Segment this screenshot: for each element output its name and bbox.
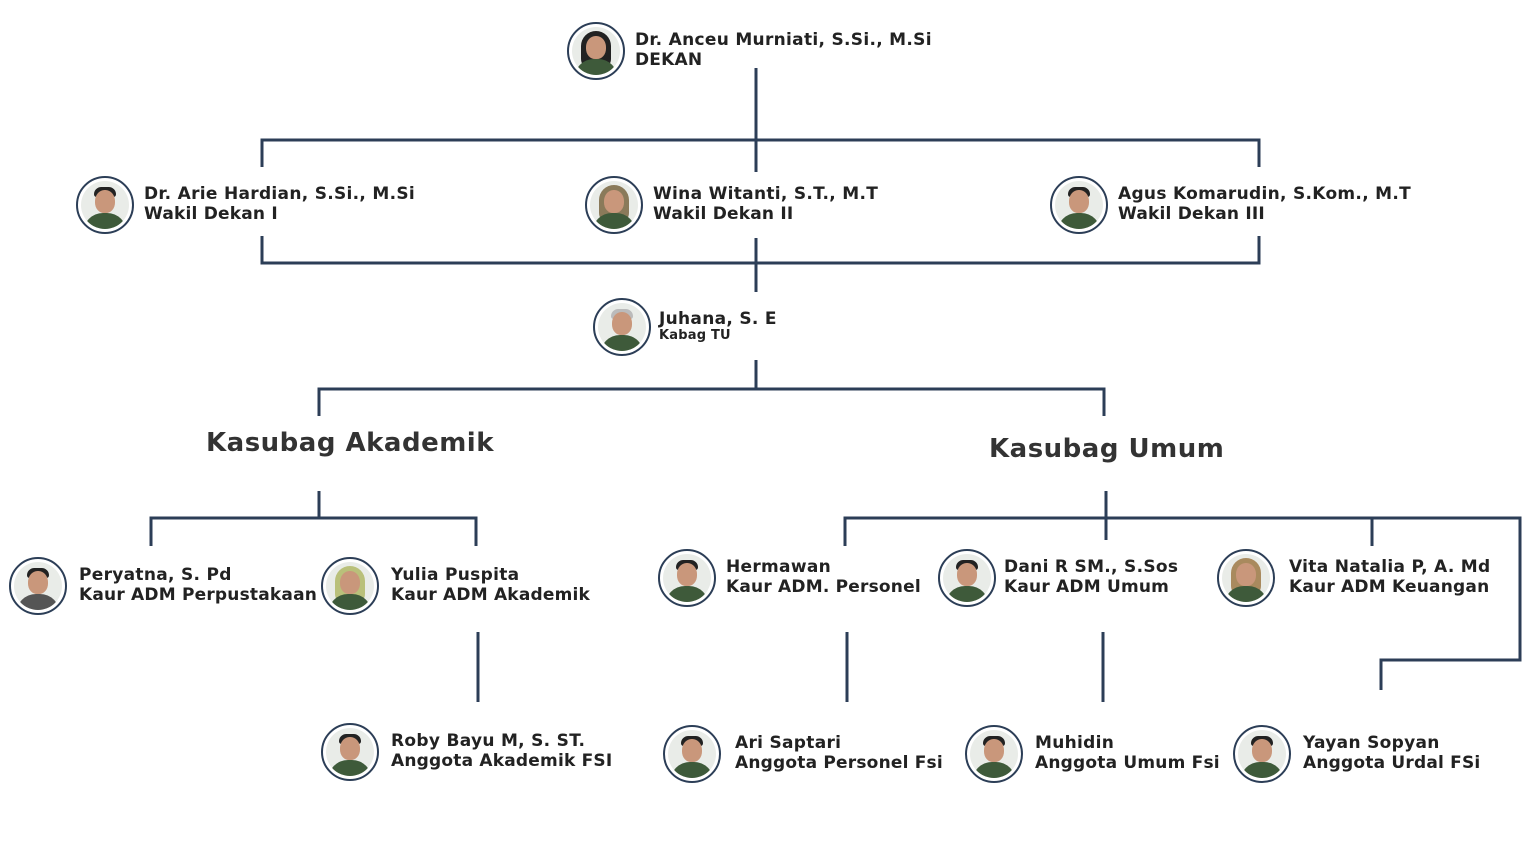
person-node-kaur-perpustakaan: Peryatna, S. Pd Kaur ADM Perpustakaan	[9, 557, 317, 615]
person-node-kaur-umum: Dani R SM., S.Sos Kaur ADM Umum	[938, 549, 1178, 607]
connector	[149, 516, 478, 546]
person-role: Kaur ADM Umum	[1004, 577, 1170, 597]
person-node-wakil-dekan-2: Wina Witanti, S.T., M.T Wakil Dekan II	[585, 176, 878, 234]
avatar	[593, 298, 651, 356]
person-role: Anggota Umum Fsi	[1035, 753, 1220, 773]
connector	[843, 516, 1522, 690]
person-name: Juhana, S. E	[659, 308, 777, 329]
person-node-wakil-dekan-3: Agus Komarudin, S.Kom., M.T Wakil Dekan …	[1050, 176, 1411, 234]
section-label-umum: Kasubag Umum	[989, 434, 1225, 464]
avatar	[663, 725, 721, 783]
person-name: Vita Natalia P, A. Md	[1289, 557, 1491, 578]
person-role: Wakil Dekan III	[1118, 204, 1265, 224]
person-node-kaur-akademik: Yulia Puspita Kaur ADM Akademik	[321, 557, 590, 615]
person-role: Wakil Dekan II	[653, 204, 794, 224]
person-name: Ari Saptari	[735, 733, 842, 754]
avatar	[585, 176, 643, 234]
avatar	[321, 557, 379, 615]
person-name: Agus Komarudin, S.Kom., M.T	[1118, 184, 1412, 205]
avatar	[965, 725, 1023, 783]
person-role: Anggota Personel Fsi	[735, 753, 943, 773]
person-name: Muhidin	[1035, 733, 1115, 754]
avatar	[1233, 725, 1291, 783]
person-node-kaur-personel: Hermawan Kaur ADM. Personel	[658, 549, 921, 607]
avatar	[9, 557, 67, 615]
person-name: Dr. Arie Hardian, S.Si., M.Si	[144, 184, 416, 205]
person-node-anggota-personel: Ari Saptari Anggota Personel Fsi	[663, 725, 943, 783]
person-name: Dr. Anceu Murniati, S.Si., M.Si	[635, 30, 932, 51]
person-role: Kaur ADM Keuangan	[1289, 577, 1490, 597]
person-node-anggota-akademik: Roby Bayu M, S. ST. Anggota Akademik FSI	[321, 723, 612, 781]
avatar	[1217, 549, 1275, 607]
connector	[260, 138, 1261, 167]
avatar	[321, 723, 379, 781]
person-role: Wakil Dekan I	[144, 204, 278, 224]
person-role: DEKAN	[635, 50, 703, 70]
person-name: Wina Witanti, S.T., M.T	[653, 184, 879, 205]
person-name: Dani R SM., S.Sos	[1004, 557, 1179, 578]
person-role: Anggota Urdal FSi	[1303, 753, 1481, 773]
connector	[260, 236, 1261, 265]
person-role: Anggota Akademik FSI	[391, 751, 613, 771]
avatar	[76, 176, 134, 234]
person-role: Kaur ADM. Personel	[726, 577, 921, 597]
person-node-wakil-dekan-1: Dr. Arie Hardian, S.Si., M.Si Wakil Deka…	[76, 176, 415, 234]
person-name: Roby Bayu M, S. ST.	[391, 731, 586, 752]
person-name: Yayan Sopyan	[1303, 733, 1440, 754]
person-node-kabag-tu: Juhana, S. E Kabag TU	[593, 298, 777, 356]
person-role: Kabag TU	[659, 328, 731, 344]
person-role: Kaur ADM Perpustakaan	[79, 585, 318, 605]
person-node-kaur-keuangan: Vita Natalia P, A. Md Kaur ADM Keuangan	[1217, 549, 1491, 607]
avatar	[1050, 176, 1108, 234]
person-name: Hermawan	[726, 557, 832, 578]
person-name: Peryatna, S. Pd	[79, 565, 232, 586]
connector	[317, 387, 1106, 416]
person-name: Yulia Puspita	[391, 565, 520, 586]
person-node-dekan: Dr. Anceu Murniati, S.Si., M.Si DEKAN	[567, 22, 932, 80]
person-node-anggota-umum: Muhidin Anggota Umum Fsi	[965, 725, 1220, 783]
section-label-akademik: Kasubag Akademik	[206, 428, 494, 458]
person-role: Kaur ADM Akademik	[391, 585, 591, 605]
avatar	[938, 549, 996, 607]
avatar	[567, 22, 625, 80]
avatar	[658, 549, 716, 607]
person-node-anggota-urdal: Yayan Sopyan Anggota Urdal FSi	[1233, 725, 1480, 783]
